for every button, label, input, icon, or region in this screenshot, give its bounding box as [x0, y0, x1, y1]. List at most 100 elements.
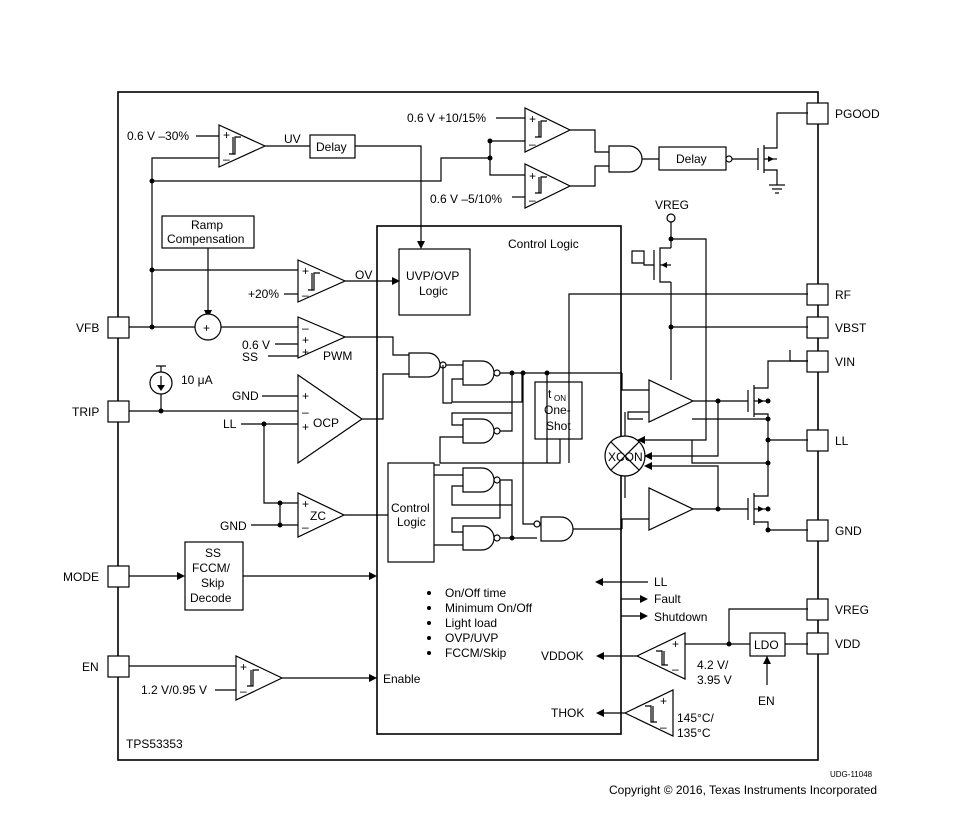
en-plus: + — [240, 660, 247, 674]
pgood-mosfet — [757, 112, 808, 194]
highside-driver — [648, 379, 695, 423]
thok-comparator — [623, 689, 674, 737]
ll-input-label: LL — [654, 575, 668, 589]
pin-label-en: EN — [82, 660, 99, 674]
uvp-ovp-line2: Logic — [419, 284, 448, 298]
fault-label: Fault — [654, 592, 681, 606]
pg-high-plus: + — [529, 112, 536, 126]
pin-label-ll: LL — [835, 434, 849, 448]
ss-line4: Decode — [190, 591, 232, 605]
feature-item: On/Off time — [445, 586, 506, 600]
pg-high-threshold: 0.6 V +10/15% — [407, 111, 486, 125]
pgood-and-gate — [608, 145, 643, 173]
en-minus: – — [240, 684, 247, 698]
pwm-minus: – — [302, 321, 309, 335]
zc-comparator — [297, 492, 346, 538]
ss-decode-box — [184, 541, 244, 611]
nand-gate — [462, 467, 495, 493]
thok-threshold1: 145°C/ — [677, 711, 714, 725]
uv-hysteresis-icon — [229, 136, 241, 155]
en-comparator — [235, 655, 284, 701]
doc-id: UDG-11048 — [830, 770, 873, 779]
ov-minus: – — [302, 288, 309, 302]
pg-low-comparator — [524, 163, 572, 209]
lowside-and-gate — [540, 516, 574, 542]
ramp-line1: Ramp — [191, 218, 223, 232]
pin-vfb: VFB — [76, 316, 130, 339]
pin-mode: MODE — [63, 565, 130, 588]
vddok-minus: – — [672, 662, 679, 676]
inner-control-logic-box — [387, 462, 435, 563]
pwm-comparator — [297, 316, 347, 359]
control-logic-block — [376, 225, 622, 735]
pwm-plus2: + — [302, 345, 309, 359]
vreg-top-label: VREG — [655, 198, 689, 212]
inner-control-line1: Control — [391, 501, 430, 515]
en-threshold: 1.2 V/0.95 V — [141, 683, 207, 697]
ocp-gnd-label: GND — [232, 389, 259, 403]
ss-line1: SS — [205, 546, 221, 560]
ocp-comparator — [297, 373, 364, 465]
thok-label: THOK — [551, 706, 584, 720]
pin-label-vreg: VREG — [835, 603, 869, 617]
feature-item: OVP/UVP — [445, 631, 498, 645]
pin-en: EN — [82, 655, 130, 678]
ton-t: t — [548, 387, 552, 401]
thok-minus: – — [660, 720, 667, 734]
ocp-plus2: + — [302, 420, 309, 434]
lowside-driver — [648, 487, 695, 531]
ton-one: One- — [544, 403, 571, 417]
uv-label: UV — [284, 132, 301, 146]
ramp-line2: Compensation — [167, 232, 244, 246]
pin-label-mode: MODE — [63, 570, 99, 584]
pgood-delay-text: Delay — [676, 152, 707, 166]
ton-shot: Shot — [546, 419, 571, 433]
uv-plus: + — [223, 128, 230, 142]
thok-plus: + — [660, 694, 667, 708]
pin-rf: RF — [806, 283, 851, 306]
ocp-plus: + — [302, 389, 309, 403]
highside-mosfet — [747, 360, 808, 440]
pin-label-gnd: GND — [835, 524, 862, 538]
pin-gnd: GND — [806, 519, 862, 542]
ton-sub: ON — [554, 394, 566, 403]
uv-minus: – — [223, 152, 230, 166]
pin-label-vbst: VBST — [835, 321, 867, 335]
ramp-compensation-box — [161, 215, 255, 249]
zc-gnd-label: GND — [220, 519, 247, 533]
feature-item: FCCM/Skip — [445, 646, 507, 660]
pwm-label: PWM — [323, 349, 352, 363]
ldo-en-label: EN — [758, 694, 775, 708]
pin-label-rf: RF — [835, 288, 851, 302]
pwm-ref1: 0.6 V — [242, 338, 270, 352]
ss-line3: Skip — [201, 576, 225, 590]
pin-pgood: PGOOD — [806, 102, 880, 125]
ov-label: OV — [355, 268, 372, 282]
chip-name: TPS53353 — [126, 737, 183, 751]
pin-label-vfb: VFB — [76, 321, 99, 335]
shutdown-label: Shutdown — [654, 610, 707, 624]
uv-threshold-label: 0.6 V –30% — [127, 129, 189, 143]
vddok-threshold2: 3.95 V — [697, 673, 732, 687]
current-source-label: 10 μA — [181, 373, 213, 387]
ocp-ll-label: LL — [223, 417, 237, 431]
ldo-label: LDO — [754, 638, 779, 652]
enable-label: Enable — [383, 672, 421, 686]
pwm-ref2: SS — [242, 350, 258, 364]
ton-one-shot-box — [534, 381, 583, 440]
pg-low-threshold: 0.6 V –5/10% — [430, 192, 502, 206]
zc-label: ZC — [310, 509, 326, 523]
uvp-ovp-line1: UVP/OVP — [406, 269, 459, 283]
vddok-comparator — [635, 632, 686, 680]
pg-high-minus: – — [529, 137, 536, 151]
ss-line2: FCCM/ — [192, 561, 231, 575]
zc-minus: – — [302, 520, 309, 534]
pin-trip: TRIP — [72, 400, 130, 423]
pin-label-vin: VIN — [835, 355, 855, 369]
uv-comparator — [218, 124, 267, 168]
bootstrap-switch — [631, 239, 672, 327]
pin-vreg: VREG — [806, 598, 869, 621]
copyright: Copyright © 2016, Texas Instruments Inco… — [609, 783, 877, 797]
ov-plus: + — [302, 264, 309, 278]
vddok-threshold1: 4.2 V/ — [697, 658, 729, 672]
